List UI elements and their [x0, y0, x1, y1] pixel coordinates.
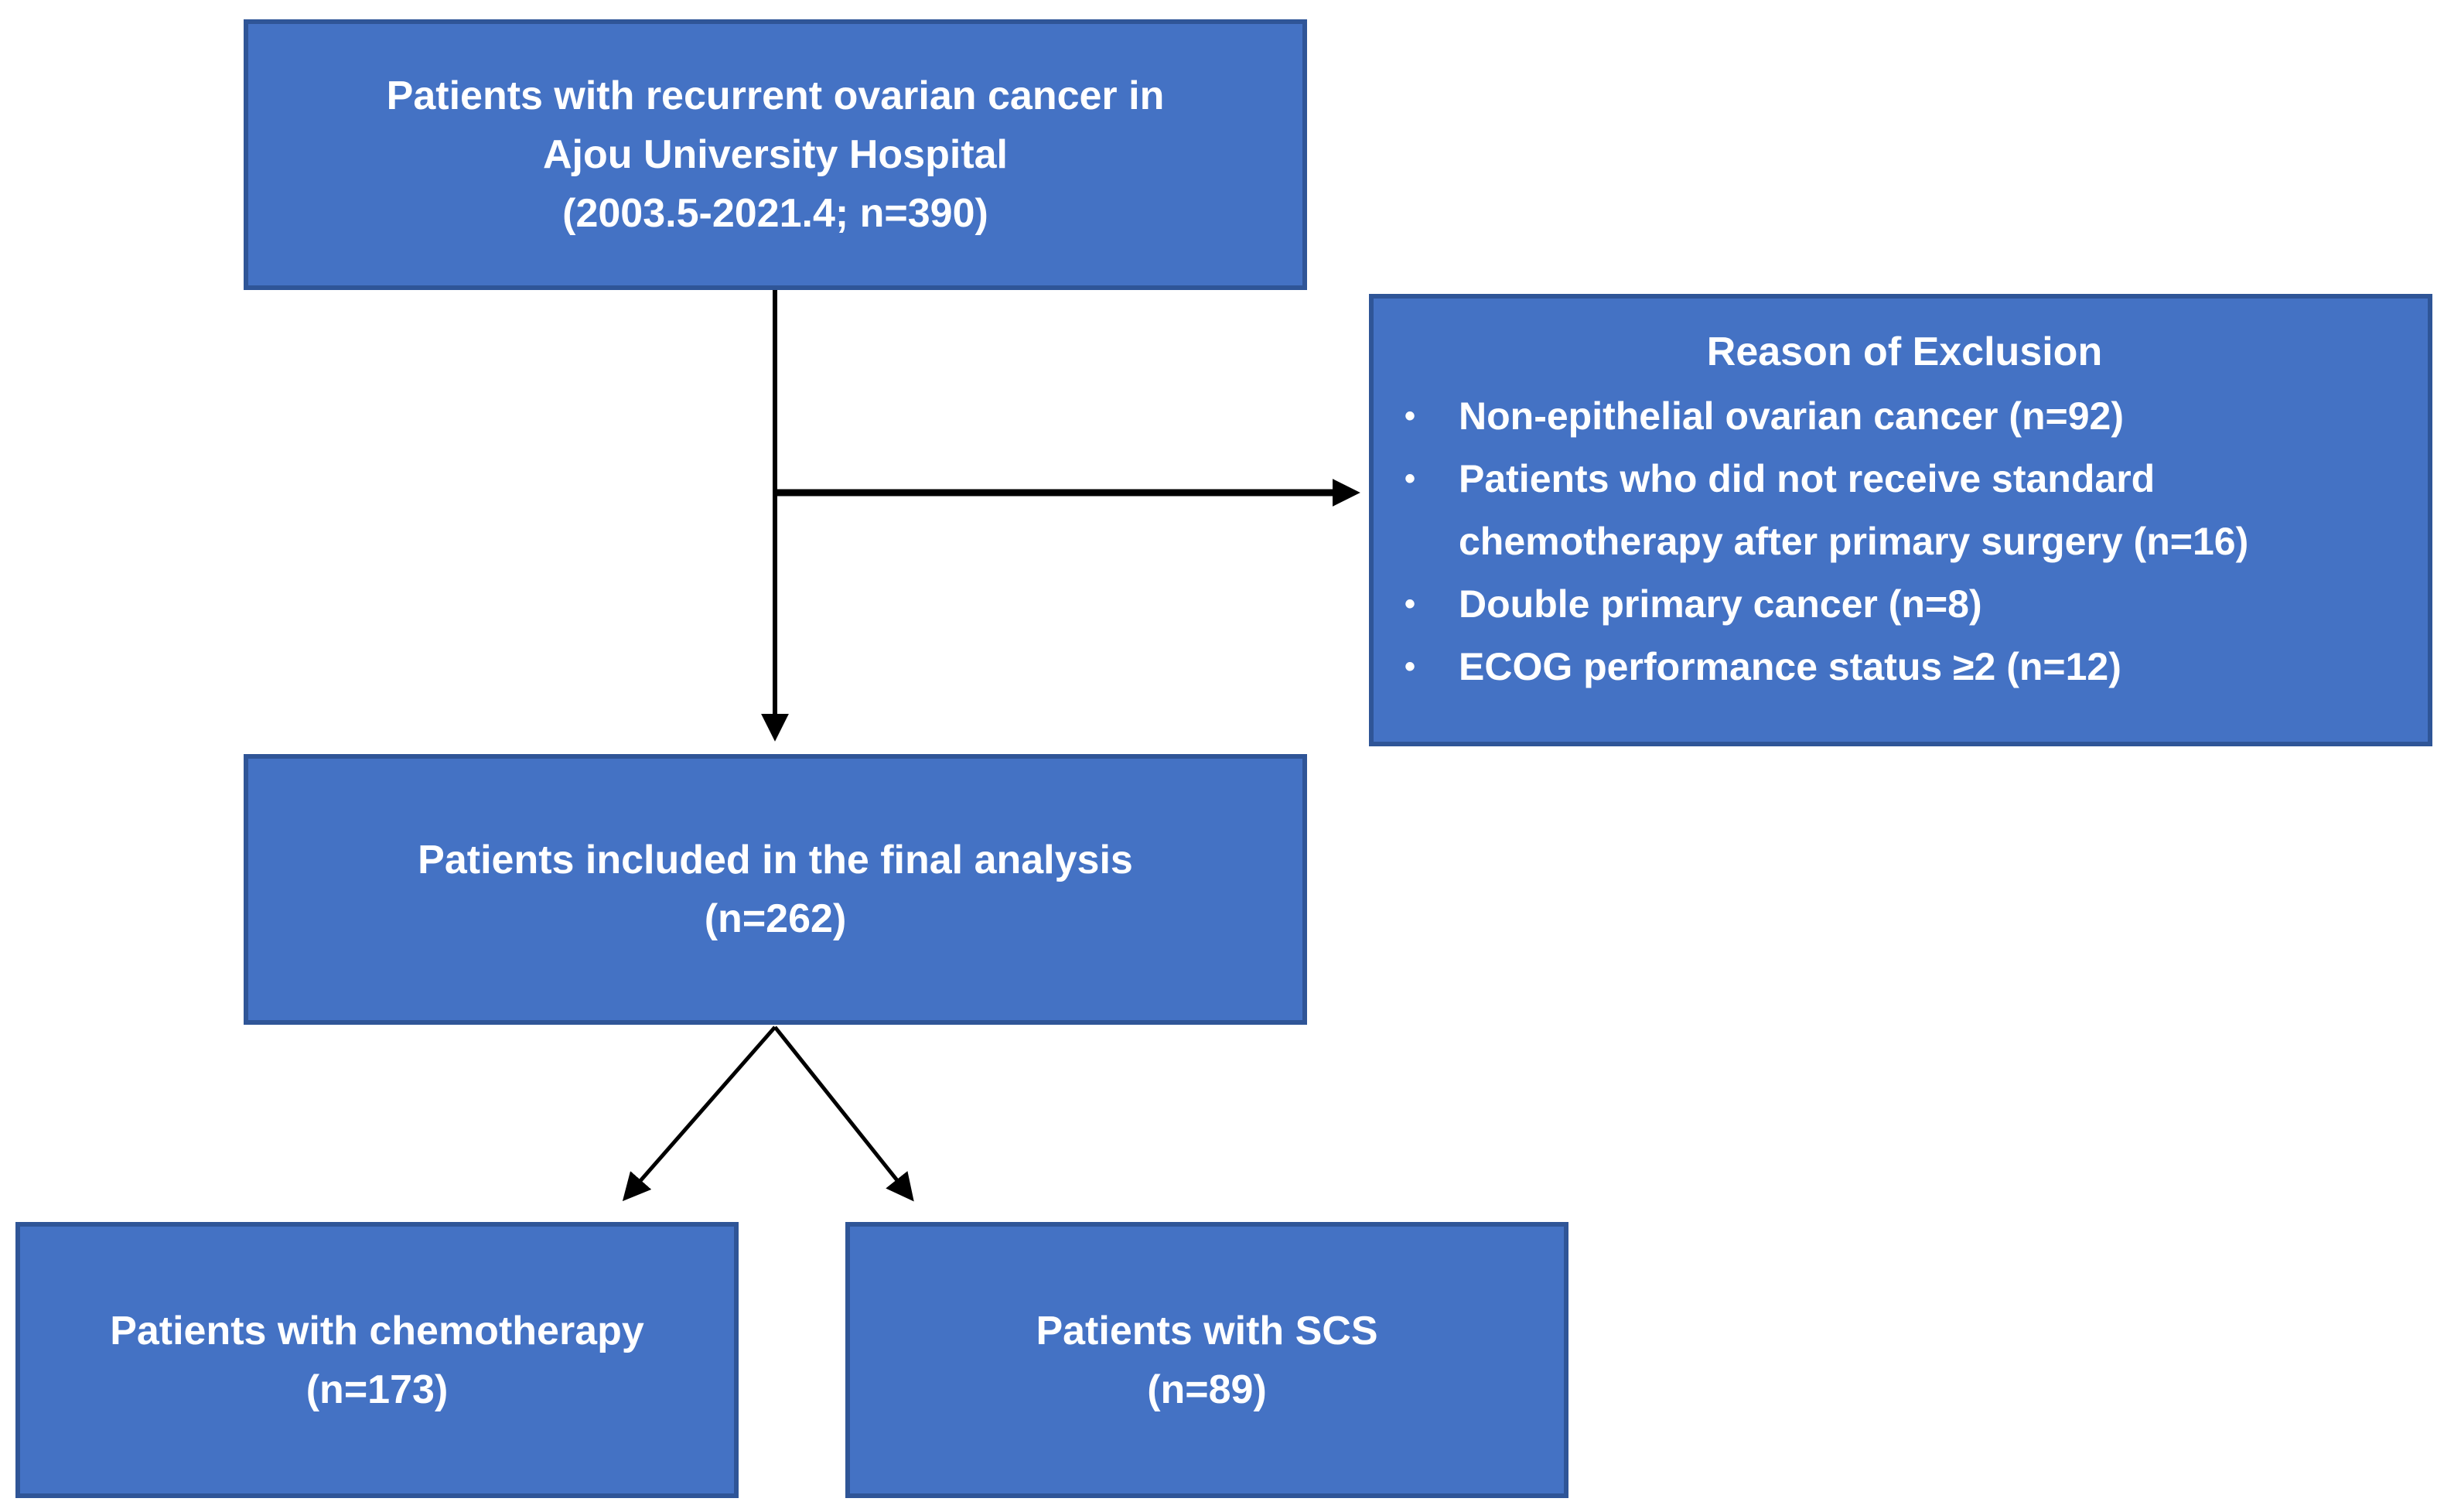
exclusion-item-text: Double primary cancer (n=8) [1459, 582, 1982, 626]
box-scs-group: Patients with SCS (n=89) [845, 1222, 1568, 1498]
source-line-2: Ajou University Hospital [543, 132, 1008, 177]
chemotherapy-line-1: Patients with chemotherapy [110, 1308, 644, 1353]
exclusion-item: • ECOG performance status ≥2 (n=12) [1405, 636, 2405, 698]
exclusion-item: • Non-epithelial ovarian cancer (n=92) [1405, 385, 2405, 448]
box-source-patients: Patients with recurrent ovarian cancer i… [244, 19, 1307, 290]
exclusion-item: • Patients who did not receive standard … [1405, 448, 2405, 573]
exclusion-item-text: ECOG performance status ≥2 (n=12) [1459, 645, 2121, 688]
arrow-final-to-chemotherapy [622, 1026, 777, 1202]
bullet-icon: • [1405, 399, 1416, 433]
chemotherapy-line-2: (n=173) [305, 1367, 449, 1412]
box-final-analysis: Patients included in the final analysis … [244, 754, 1307, 1025]
exclusion-title: Reason of Exclusion [1706, 329, 2103, 374]
box-chemotherapy-group: Patients with chemotherapy (n=173) [15, 1222, 739, 1498]
arrow-final-to-scs [773, 1026, 914, 1202]
final-line-2: (n=262) [704, 896, 847, 941]
exclusion-item-text: Non-epithelial ovarian cancer (n=92) [1459, 394, 2124, 438]
bullet-icon: • [1405, 587, 1416, 621]
bullet-icon: • [1405, 462, 1416, 496]
exclusion-item: • Double primary cancer (n=8) [1405, 573, 2405, 636]
exclusion-item-text: Patients who did not receive standard ch… [1459, 457, 2249, 563]
final-line-1: Patients included in the final analysis [418, 838, 1133, 882]
source-line-1: Patients with recurrent ovarian cancer i… [386, 73, 1165, 118]
box-exclusion-reasons: Reason of Exclusion • Non-epithelial ova… [1369, 294, 2432, 746]
bullet-icon: • [1405, 650, 1416, 684]
source-line-3: (2003.5-2021.4; n=390) [562, 191, 988, 236]
scs-line-1: Patients with SCS [1036, 1308, 1378, 1353]
scs-line-2: (n=89) [1147, 1367, 1267, 1412]
